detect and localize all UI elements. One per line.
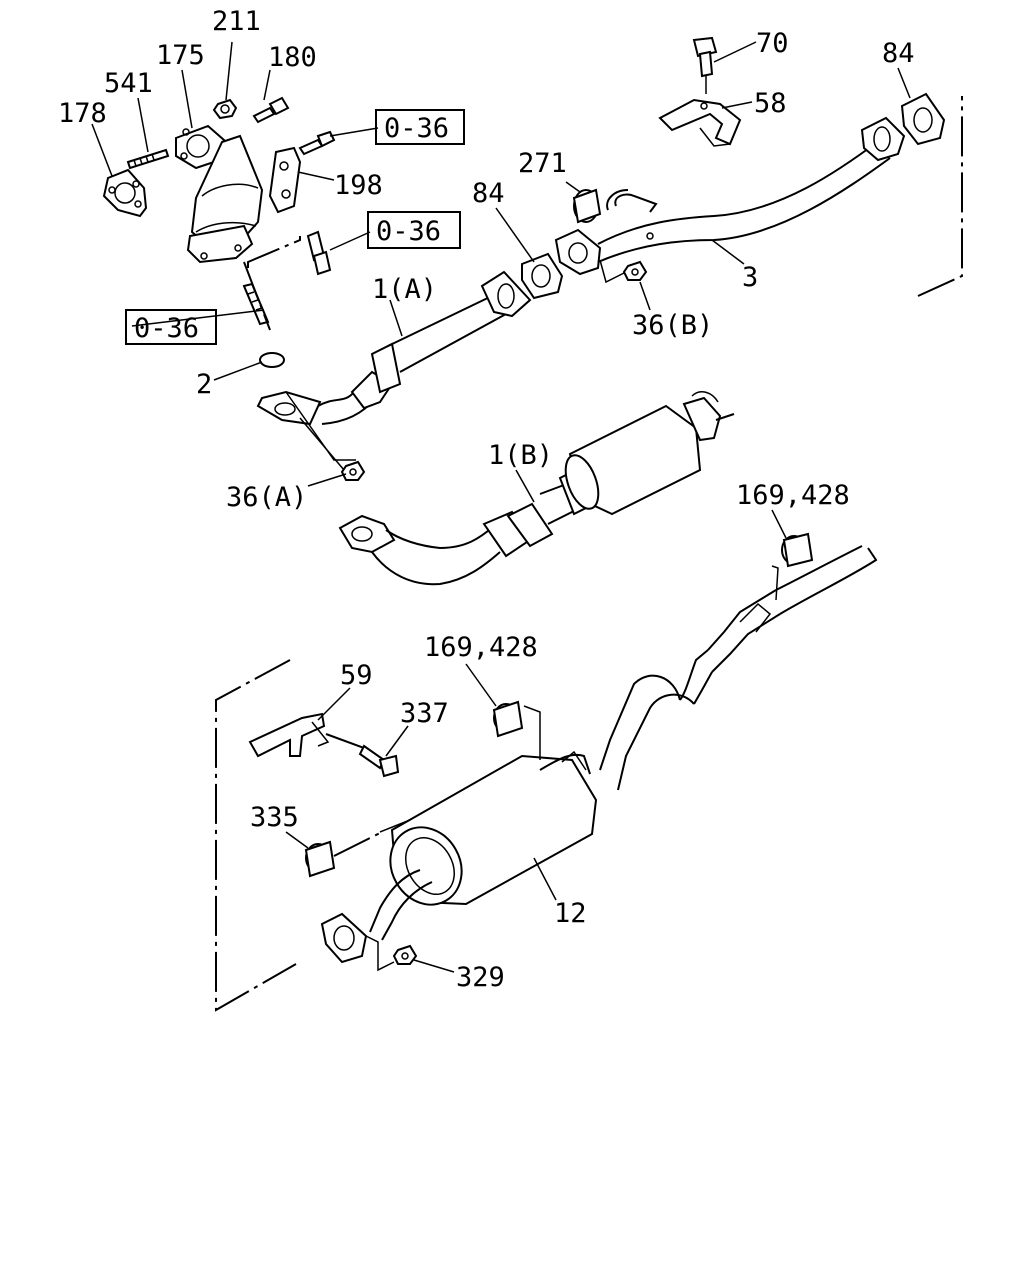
label-leaders [91, 41, 911, 973]
part-2-o-ring [259, 352, 285, 368]
leader-line [299, 417, 345, 471]
part-198-heat-shield [268, 146, 302, 214]
part-84-gasket-right [900, 92, 946, 146]
label-1b: 1(B) [488, 440, 553, 471]
label-211: 211 [212, 6, 261, 37]
label-59: 59 [340, 660, 373, 691]
label-271: 271 [518, 148, 567, 179]
label-2: 2 [196, 369, 212, 400]
part-541-stud [126, 148, 170, 170]
label-541: 541 [104, 68, 153, 99]
part-bolt-upper [298, 130, 336, 156]
part-oxygen-sensor [306, 230, 332, 276]
part-175-flange [175, 124, 226, 170]
guide-line [247, 236, 301, 268]
label-84-right: 84 [882, 38, 915, 69]
part-211-nut [212, 98, 238, 120]
part-329-nut [392, 944, 418, 965]
label-198: 198 [334, 170, 383, 201]
leader-line [285, 391, 356, 461]
label-36b: 36(B) [632, 310, 713, 341]
part-335-rubber-mount [304, 840, 336, 878]
label-178: 178 [58, 98, 107, 129]
reference-label-3: 0-36 [134, 313, 199, 344]
part-58-bracket [658, 98, 742, 147]
guide-line [243, 261, 271, 331]
label-1a: 1(A) [372, 274, 437, 305]
catalytic-converter-body [186, 134, 264, 264]
label-175: 175 [156, 40, 205, 71]
label-12: 12 [554, 898, 587, 929]
leader-line [523, 705, 541, 760]
label-169-428-middle: 169,428 [424, 632, 538, 663]
label-180: 180 [268, 42, 317, 73]
part-1a-front-pipe [256, 270, 532, 426]
part-178-gasket [102, 168, 148, 218]
guide-line [333, 831, 383, 857]
part-3-center-pipe [554, 116, 906, 276]
part-59-bracket [248, 712, 330, 758]
part-36a-nut [340, 460, 366, 481]
part-169-428-rubber-mount-right [781, 532, 814, 568]
guide-line [325, 733, 365, 749]
label-58: 58 [754, 88, 787, 119]
label-329: 329 [456, 962, 505, 993]
part-12-muffler-and-tailpipe [320, 545, 878, 964]
label-84-middle: 84 [472, 178, 505, 209]
part-337-bolt [358, 744, 400, 778]
part-271-rubber-mount [572, 188, 602, 224]
leader-line [599, 259, 627, 284]
frame-line [215, 659, 297, 1012]
catalytic-converter-assembly [102, 96, 336, 331]
part-180-bolt [252, 96, 290, 124]
part-1b-front-pipe-with-converter [338, 391, 735, 586]
reference-box-2 [367, 211, 461, 249]
part-84-gasket-middle [521, 252, 564, 300]
reference-label-1: 0-36 [384, 113, 449, 144]
frame-line [917, 96, 963, 297]
reference-box-3 [125, 309, 217, 345]
label-36a: 36(A) [226, 482, 307, 513]
reference-box-1 [375, 109, 465, 145]
part-169-428-rubber-mount-middle [492, 700, 524, 738]
reference-label-2: 0-36 [376, 216, 441, 247]
label-169-428-right: 169,428 [736, 480, 850, 511]
label-70: 70 [756, 28, 789, 59]
part-36b-nut [622, 260, 648, 281]
leader-line [365, 935, 395, 972]
label-3: 3 [742, 262, 758, 293]
label-337: 337 [400, 698, 449, 729]
label-335: 335 [250, 802, 299, 833]
part-70-bolt [692, 36, 718, 78]
